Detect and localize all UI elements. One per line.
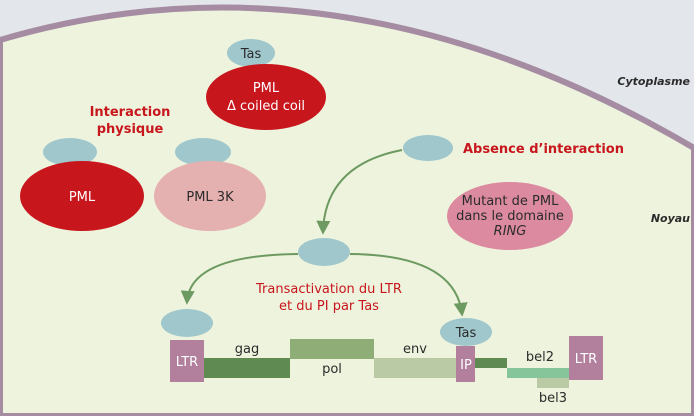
ltr-right-label: LTR: [575, 352, 597, 367]
tas-gene-segment: [475, 358, 507, 368]
tas-at-ltr: [161, 309, 213, 337]
tas-on-pml3k: [175, 138, 231, 166]
interaction-label-2: physique: [97, 122, 164, 137]
pml3k-label: PML 3K: [186, 190, 234, 205]
tas-free: [403, 135, 453, 161]
bel2-gene: [507, 368, 569, 378]
pml-ring-mutant: [447, 182, 573, 250]
tas-on-pml: [43, 138, 97, 166]
cytoplasm-label: Cytoplasme: [617, 75, 690, 88]
ltr-left-label: LTR: [176, 355, 198, 370]
transactivation-label-1: Transactivation du LTR: [255, 282, 402, 297]
pml-dcc-label-2: Δ coiled coil: [227, 99, 305, 114]
tas-top-label: Tas: [240, 47, 262, 62]
arrow-to-ltr: [180, 253, 299, 305]
pol-label: pol: [322, 362, 342, 377]
bel2-label: bel2: [526, 350, 554, 365]
absence-label: Absence d’interaction: [463, 142, 624, 157]
pml-delta-coiled-coil: [206, 64, 326, 130]
gag-label: gag: [235, 342, 259, 357]
tas-ip-label: Tas: [455, 326, 477, 341]
tas-at-ip: [440, 318, 492, 346]
ip-label: IP: [460, 358, 472, 373]
mutant-label-1: Mutant de PML: [462, 194, 559, 209]
ip-promoter: [456, 346, 475, 382]
ltr-right: [569, 336, 603, 380]
arrow-to-ip: [349, 253, 468, 317]
transactivation-label-2: et du PI par Tas: [279, 299, 379, 314]
interaction-label-1: Interaction: [90, 105, 171, 120]
mutant-label-3: RING: [494, 224, 527, 239]
pml-protein: [20, 161, 144, 231]
tas-protein-top: [227, 39, 275, 67]
env-gene: [374, 358, 456, 378]
pml-dcc-label-1: PML: [253, 81, 280, 96]
tas-nuclear: [298, 238, 350, 266]
ltr-left: [170, 340, 204, 382]
pml3k-protein: [154, 161, 266, 231]
arrow-to-nuclear-tas: [316, 149, 403, 235]
bel3-label: bel3: [539, 391, 567, 406]
mutant-label-2: dans le domaine: [456, 209, 564, 224]
nucleus-label: Noyau: [651, 212, 690, 225]
pol-gene: [290, 339, 374, 359]
pml-label: PML: [69, 190, 96, 205]
gag-gene: [204, 358, 290, 378]
bel3-gene: [537, 378, 569, 388]
env-label: env: [403, 342, 427, 357]
